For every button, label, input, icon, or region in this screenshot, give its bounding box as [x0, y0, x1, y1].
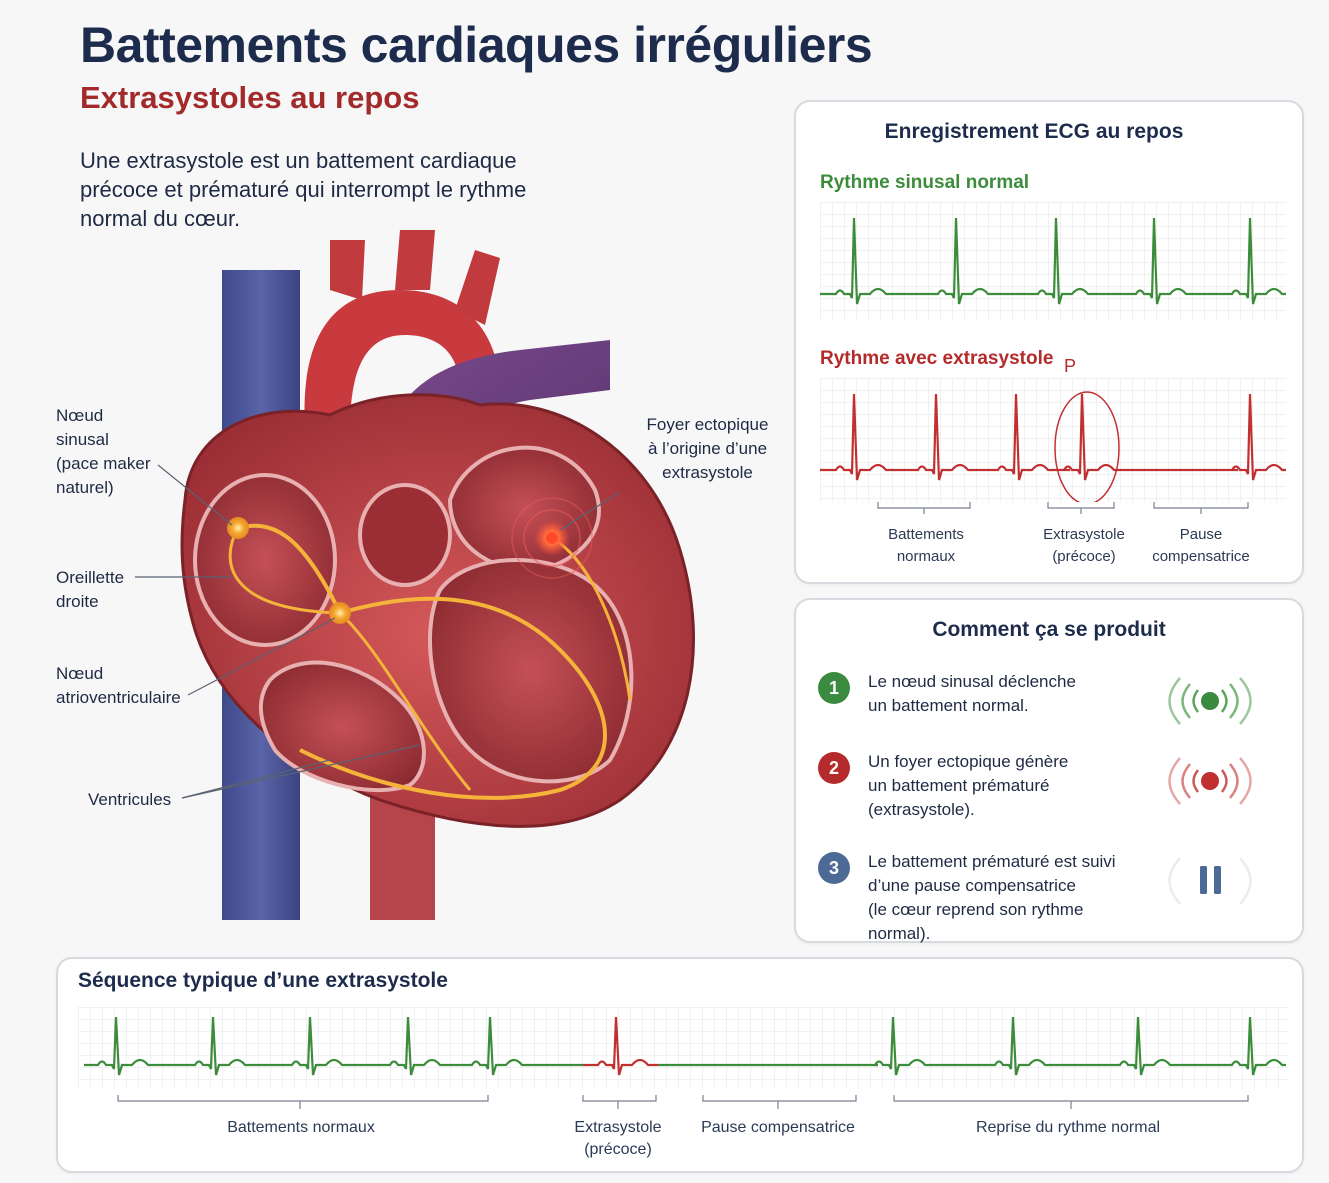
- how-it-happens-panel: Comment ça se produit 1 Le nœud sinusal …: [794, 598, 1304, 943]
- caption-extrasystole: Extrasystole (précoce): [1043, 526, 1125, 565]
- step-3-text: Le battement prématuré est suivi d’une p…: [868, 852, 1116, 943]
- sequence-panel: Séquence typique d’une extrasystole Batt…: [56, 957, 1304, 1173]
- ecg-panel-title: Enregistrement ECG au repos: [884, 120, 1184, 143]
- step-2-number: 2: [818, 752, 850, 784]
- p-wave-marker: P: [1064, 356, 1077, 376]
- intro-text: Une extrasystole est un battement cardia…: [80, 148, 527, 231]
- seq-caption-pause: Pause compensatrice: [701, 1119, 855, 1136]
- normal-rhythm-label: Rythme sinusal normal: [820, 172, 1030, 193]
- label-ventricles: Ventricules: [88, 790, 172, 809]
- pulse-red-icon: [1168, 757, 1252, 805]
- page-title: Battements cardiaques irréguliers: [80, 17, 873, 73]
- label-av-node: Nœud atrioventriculaire: [56, 664, 181, 707]
- label-ectopic-focus: Foyer ectopique à l’origine d’une extras…: [646, 415, 769, 482]
- step-3-number: 3: [818, 852, 850, 884]
- how-panel-title: Comment ça se produit: [932, 618, 1166, 641]
- sequence-panel-title: Séquence typique d’une extrasystole: [78, 969, 448, 992]
- pulse-green-icon: [1168, 677, 1252, 725]
- normal-ecg-strip: [820, 202, 1286, 320]
- label-sinus-node: Nœud sinusal (pace maker naturel): [56, 406, 151, 497]
- ecg-brackets: [877, 502, 1249, 514]
- page-subtitle: Extrasystoles au repos: [80, 80, 420, 115]
- extrasystole-rhythm-label: Rythme avec extrasystole: [820, 348, 1054, 369]
- step-2-text: Un foyer ectopique génère un battement p…: [868, 752, 1069, 819]
- heart-illustration: [0, 230, 790, 930]
- step-1-text: Le nœud sinusal déclenche un battement n…: [868, 672, 1076, 715]
- step-2: 2 Un foyer ectopique génère un battement…: [818, 750, 1252, 830]
- caption-pause: Pause compensatrice: [1152, 526, 1250, 565]
- ecg-panel: Enregistrement ECG au repos Rythme sinus…: [794, 100, 1304, 584]
- step-1: 1 Le nœud sinusal déclenche un battement…: [818, 670, 1252, 730]
- step-1-number: 1: [818, 672, 850, 704]
- pause-icon: [1168, 857, 1252, 905]
- caption-normal-beats: Battements normaux: [888, 526, 964, 565]
- sequence-brackets: [117, 1095, 1249, 1109]
- extrasystole-highlight: [1054, 391, 1120, 502]
- sequence-ecg-strip: [78, 1007, 1288, 1089]
- label-right-atrium: Oreillette droite: [56, 568, 125, 611]
- extrasystole-ecg-strip: [820, 378, 1286, 502]
- heart-anatomy-image: [135, 230, 695, 920]
- step-3: 3 Le battement prématuré est suivi d’une…: [818, 850, 1252, 943]
- seq-caption-normal-beats: Battements normaux: [227, 1119, 375, 1136]
- seq-caption-resume: Reprise du rythme normal: [975, 1119, 1161, 1136]
- seq-caption-extrasystole: Extrasystole (précoce): [574, 1119, 662, 1158]
